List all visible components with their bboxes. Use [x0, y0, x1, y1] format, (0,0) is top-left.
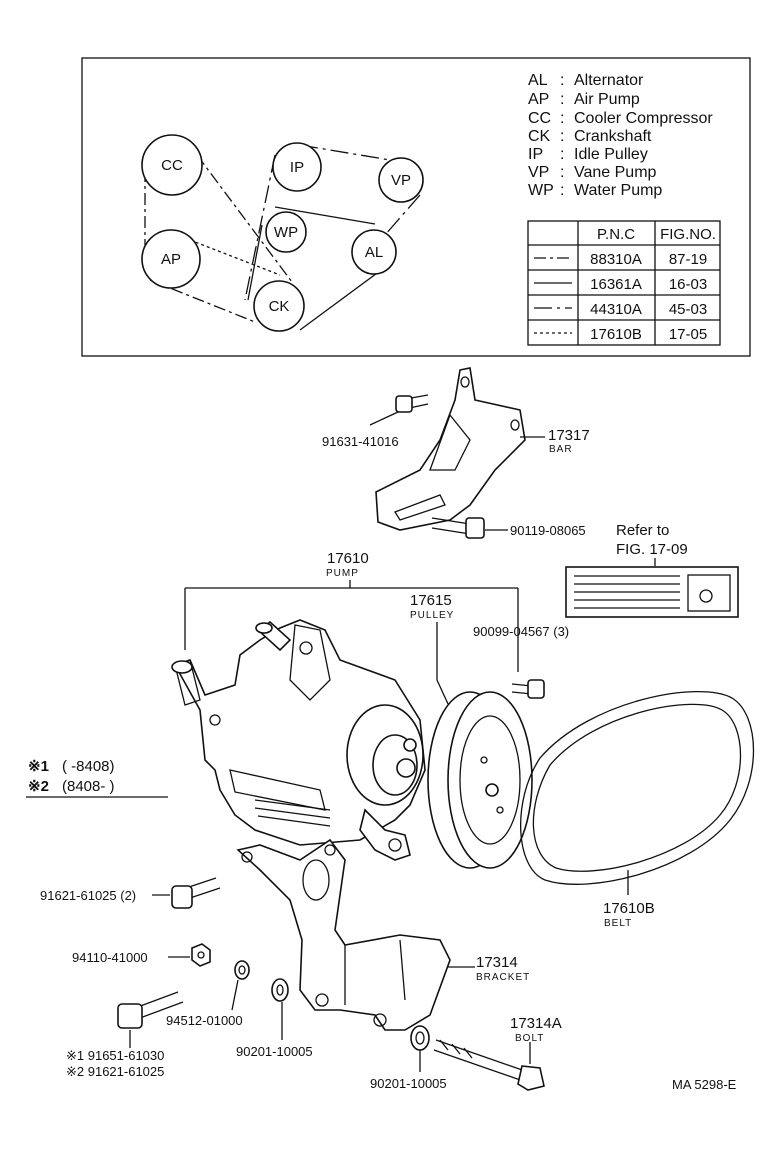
legend-name: Water Pump [574, 182, 662, 199]
bar-lower-bolt-label: 90119-08065 [510, 523, 586, 538]
legend-name: Crankshaft [574, 128, 652, 145]
pulley-ck-label: CK [269, 298, 290, 315]
refer-text: Refer to [616, 522, 669, 539]
pulley-ip-label: IP [290, 159, 304, 176]
pump-bracket-line [184, 580, 519, 672]
bar-17317 [375, 367, 526, 531]
bolt-part-name: BOLT [515, 1033, 544, 1044]
legend-sep: : [560, 182, 564, 199]
belt-table: P.N.C FIG.NO. 88310A 87-19 16361A 16-03 … [527, 220, 721, 346]
nut [191, 943, 211, 967]
legend-sep: : [560, 91, 564, 108]
pulley-part-name: PULLEY [410, 610, 454, 621]
pulley-bolt [511, 679, 545, 699]
legend-abbr: WP [528, 182, 554, 199]
legend-sep: : [560, 164, 564, 181]
pulley-ck [253, 280, 305, 332]
washer-left [271, 978, 289, 1002]
table-cell-fig: 16-03 [669, 276, 707, 293]
washer-right-label: 90201-10005 [370, 1076, 447, 1091]
bracket-part-name: BRACKET [476, 972, 530, 983]
legend-abbr: AL [528, 72, 548, 89]
bar-part-name: BAR [549, 444, 573, 455]
legend-name: Air Pump [574, 91, 640, 108]
diagram-code: MA 5298-E [672, 1077, 737, 1092]
alt-bolt-2-label: ※2 91621-61025 [66, 1064, 164, 1079]
pulley-part-number: 17615 [410, 592, 452, 609]
leader-line [231, 979, 239, 1011]
legend-abbr: AP [528, 91, 549, 108]
bar-part-number: 17317 [548, 427, 590, 444]
legend-abbr: VP [528, 164, 549, 181]
bracket-bolt-label: 91621-61025 (2) [40, 888, 136, 903]
pump-part-number: 17610 [327, 550, 369, 567]
table-cell-pnc: 17610B [590, 326, 642, 343]
refer-label-plate [565, 566, 739, 618]
belt-routing-frame [81, 57, 751, 357]
legend-name: Vane Pump [574, 164, 657, 181]
air-pump-body [171, 619, 426, 861]
bar-bolt [395, 394, 429, 413]
legend-abbr: CK [528, 128, 551, 145]
lock-washer [234, 960, 250, 980]
alt-bolt-1-label: ※1 91651-61030 [66, 1048, 164, 1063]
lock-washer-label: 94512-01000 [166, 1013, 243, 1028]
pulley-bolt-label: 90099-04567 (3) [473, 624, 569, 639]
legend-sep: : [560, 146, 564, 163]
bar-bolt-label: 91631-41016 [322, 434, 399, 449]
alt-bolt [117, 991, 184, 1029]
bracket-part-number: 17314 [476, 954, 518, 971]
pulley-al-label: AL [365, 244, 383, 261]
pulley-ip [272, 142, 322, 192]
table-cell-fig: 17-05 [669, 326, 707, 343]
pulley-ap-label: AP [161, 251, 181, 268]
pulley-cc [141, 134, 203, 196]
belt-part-name: BELT [604, 918, 632, 929]
legend-abbr: IP [528, 146, 543, 163]
pump-pulley [427, 691, 533, 869]
refer-figure: FIG. 17-09 [616, 541, 688, 558]
note-2-text: (8408- ) [62, 778, 115, 795]
table-cell-fig: 87-19 [669, 251, 707, 268]
table-cell-fig: 45-03 [669, 301, 707, 318]
table-header-pnc: P.N.C [597, 226, 635, 243]
pulley-ap [141, 229, 201, 289]
legend-name: Alternator [574, 72, 644, 89]
legend-name: Cooler Compressor [574, 110, 713, 127]
washer-left-label: 90201-10005 [236, 1044, 313, 1059]
pulley-cc-label: CC [161, 157, 183, 174]
note-2-mark: ※2 [28, 778, 49, 795]
pulley-vp-label: VP [391, 172, 411, 189]
note-1-text: ( -8408) [62, 758, 115, 775]
legend-sep: : [560, 128, 564, 145]
long-bolt [433, 1039, 545, 1091]
pulley-al [351, 229, 397, 275]
note-1-mark: ※1 [28, 758, 49, 775]
legend-sep: : [560, 72, 564, 89]
washer-right [410, 1025, 430, 1051]
bolt-part-number: 17314A [510, 1015, 562, 1032]
belt-route-17610b [189, 239, 281, 276]
table-header-fig: FIG.NO. [660, 226, 716, 243]
legend-abbr: CC [528, 110, 551, 127]
belt-route-44310a [244, 144, 421, 301]
table-cell-pnc: 16361A [590, 276, 642, 293]
v-belt [519, 690, 755, 885]
pulley-legend: AL : Alternator AP : Air Pump CC : Coole… [528, 72, 713, 199]
pulley-wp-label: WP [274, 224, 298, 241]
table-cell-pnc: 44310A [590, 301, 642, 318]
bar-lower-bolt [431, 517, 485, 539]
belt-part-number: 17610B [603, 900, 655, 917]
bracket-17314 [236, 838, 451, 1031]
bracket-bolt [171, 877, 221, 909]
pulley-wp [265, 211, 307, 253]
table-cell-pnc: 88310A [590, 251, 642, 268]
pump-part-name: PUMP [326, 568, 359, 579]
pulley-vp [378, 157, 424, 203]
legend-sep: : [560, 110, 564, 127]
nut-label: 94110-41000 [72, 950, 148, 965]
legend-name: Idle Pulley [574, 146, 648, 163]
leader-line [369, 411, 399, 426]
